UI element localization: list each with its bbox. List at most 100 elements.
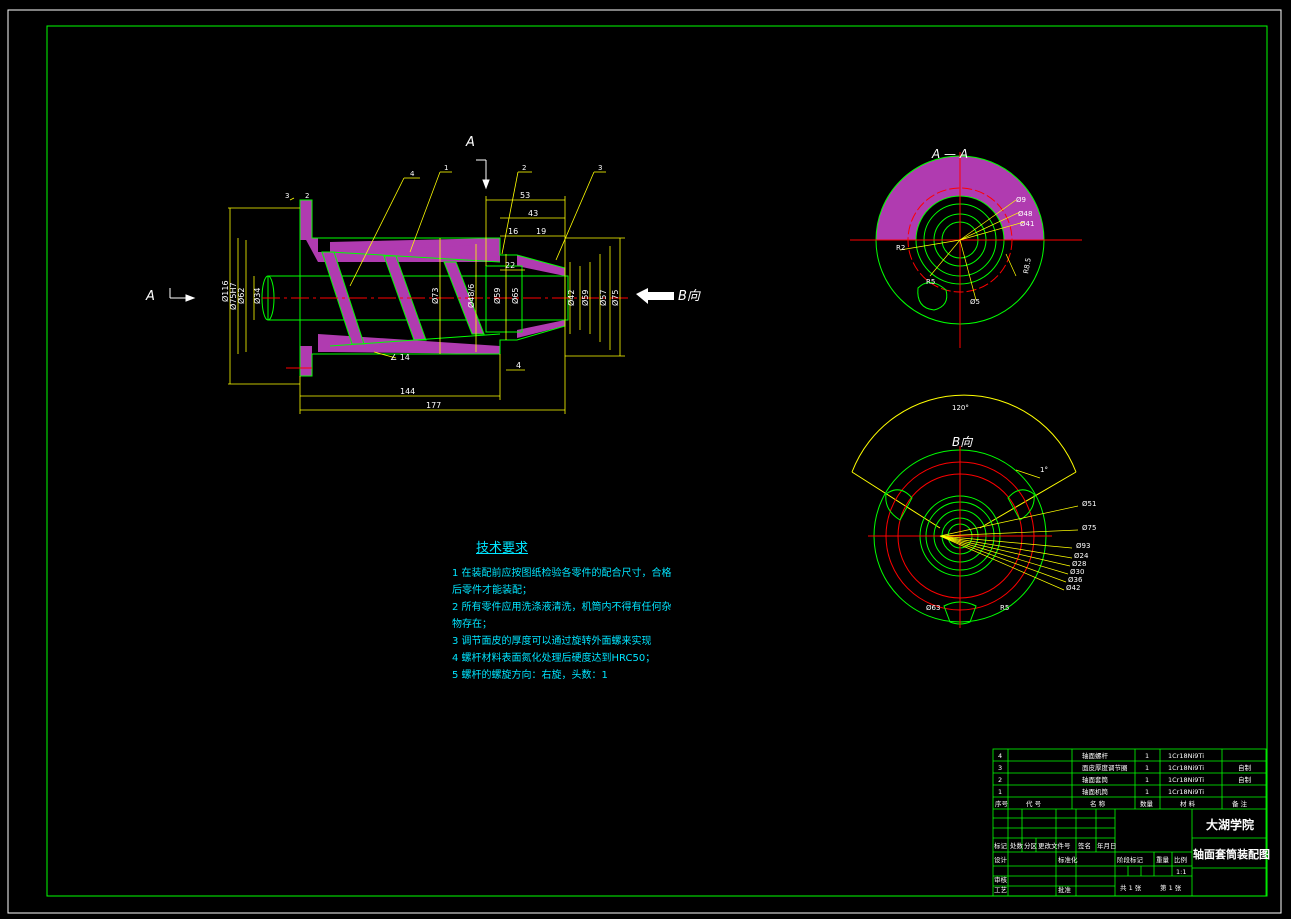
b-dim: Ø93 [1076,542,1090,550]
tech-line: 4 螺杆材料表面氮化处理后硬度达到HRC50； [452,653,656,664]
tech-line: 后零件才能装配； [452,585,532,596]
tb-label: 分区 [1024,841,1038,850]
b-view-arrow-icon [636,288,674,304]
outer-frame [7,9,1282,914]
b-angle: 120° [952,404,969,412]
tb-label: 批准 [1058,885,1072,894]
tech-line: 物存在； [452,619,492,630]
title-block [992,748,1267,897]
tb-label: 标准化 [1058,855,1078,864]
section-title: A — A [931,147,968,161]
tb-sheet-no: 第 1 张 [1160,883,1182,892]
bom-name: 面皮厚度调节圈 [1082,763,1128,772]
section-dim: Ø5 [970,298,980,306]
tb-sheets: 共 1 张 [1120,883,1142,892]
dim-length: 19 [536,227,546,236]
b-dim: Ø36 [1068,576,1083,584]
dim-diameter: Ø59 [492,288,502,304]
bom-material: 1Cr18Ni9Ti [1168,764,1204,772]
b-dim: Ø28 [1072,560,1086,568]
b-angle-side: 1° [1040,466,1048,474]
bom-name: 轴面螺杆 [1082,751,1109,760]
dim-diameter: Ø59 [580,290,590,306]
dim-length: 144 [400,387,415,396]
nozzle-hatch-top [517,255,565,276]
bom-header: 备 注 [1232,799,1248,808]
part-no-label: 2 [522,164,526,172]
tech-requirements: 技术要求 1 在装配前应按图纸检验各零件的配合尺寸，合格 后零件才能装配； 2 … [452,540,672,684]
b-dim: Ø51 [1082,500,1096,508]
part-no-label: 3 [285,192,289,200]
nozzle-hatch-bottom [517,320,565,338]
b-view-label: B向 [678,289,701,304]
bom-qty: 1 [1145,752,1149,760]
tech-title: 技术要求 [476,541,529,556]
dim-angle: ∠ 14 [390,353,410,362]
bom-name: 轴面机筒 [1082,787,1109,796]
section-dim: R2 [896,244,905,252]
bom-material: 1Cr18Ni9Ti [1168,776,1204,784]
tb-stage: 阶段标记 [1117,855,1144,864]
tb-label: 审核 [994,875,1008,884]
barrel-hatch-bottom [318,334,500,354]
bom-header: 数量 [1140,799,1154,808]
dim-diameter: Ø34 [252,288,262,304]
section-dim: Ø41 [1020,220,1034,228]
bom-header: 材 料 [1180,799,1196,808]
tb-label: 标记 [994,841,1008,850]
bom-qty: 1 [1145,764,1149,772]
dim-diameter: Ø57 [598,290,608,306]
section-dim: Ø48 [1018,210,1032,218]
school-name: 大湖学院 [1206,817,1254,832]
b-dim: Ø24 [1074,552,1089,560]
part-no-label: 1 [444,164,448,172]
bom-header: 代 号 [1026,799,1042,808]
part-no-label: 2 [305,192,309,200]
inner-frame [46,25,1268,897]
drawing-name: 轴面套筒装配图 [1193,847,1270,861]
b-view-title: B向 [952,435,973,449]
dim-diameter: Ø48/6 [466,284,476,308]
b-dim: Ø63 [926,604,940,612]
tb-label: 签名 [1078,841,1091,850]
section-dim: R5 [926,278,935,286]
section-hatch [876,156,1044,240]
b-dim: Ø30 [1070,568,1084,576]
part-no-label: 4 [410,170,415,178]
section-mark-left: A [145,289,155,304]
bom-note: 自制 [1238,775,1252,784]
tb-scale: 1:1 [1176,868,1186,876]
flange-hatch-top [300,200,312,240]
tech-line: 2 所有零件应用洗涤液清洗，机筒内不得有任何杂 [452,602,672,613]
tech-line: 3 调节面皮的厚度可以通过旋转外面螺来实现 [452,636,652,647]
dim-diameter: Ø65 [510,288,520,304]
bom-note: 自制 [1238,763,1252,772]
dim-diameter: Ø42 [566,290,576,306]
dim-diameter: Ø62 [236,288,246,304]
bom-name: 轴面套筒 [1082,775,1109,784]
bom-no: 1 [998,788,1002,796]
b-dim: Ø75 [1082,524,1096,532]
sleeve [485,265,523,333]
tb-label: 处数 [1010,841,1024,850]
b-view: B向 120° 1° Ø51 Ø75 Ø93 Ø24 Ø28 Ø30 Ø36 Ø… [851,394,1096,628]
dim-length: 43 [528,209,538,218]
bom-qty: 1 [1145,788,1149,796]
bom-no: 4 [998,752,1002,760]
bom-header: 序号 [995,799,1009,808]
dim-length: 22 [505,261,515,270]
tb-label: 年月日 [1097,841,1117,850]
tech-line: 1 在装配前应按图纸检验各零件的配合尺寸，合格 [452,568,672,579]
bom-material: 1Cr18Ni9Ti [1168,752,1204,760]
dim-length: 16 [508,227,518,236]
dim-length: 177 [426,401,441,410]
b-dim: R5 [1000,604,1009,612]
bom-no: 2 [998,776,1002,784]
b-dim: Ø42 [1066,584,1080,592]
dim-diameter: Ø73 [430,288,440,304]
tb-weight: 重量 [1156,856,1170,864]
section-dim: Ø9 [1016,196,1026,204]
tb-label: 设计 [994,855,1008,864]
bom-header: 名 称 [1090,799,1106,808]
